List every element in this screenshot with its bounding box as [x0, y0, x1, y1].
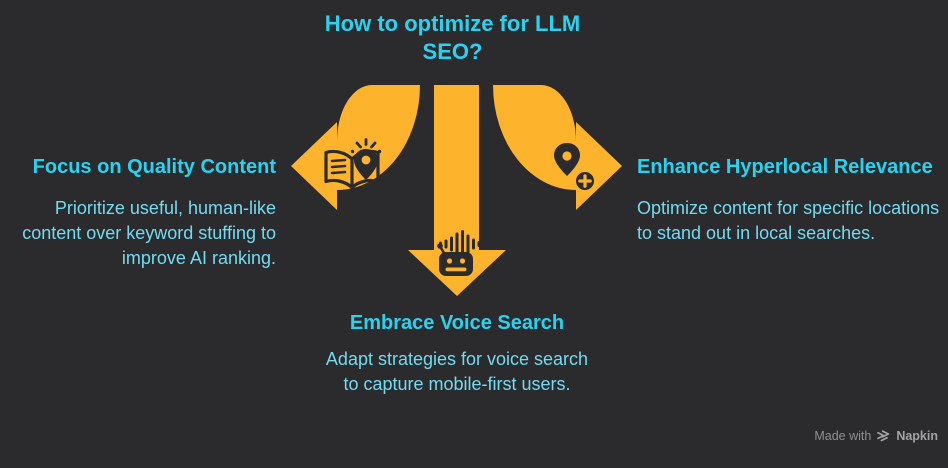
branch-heading-hyperlocal-relevance: Enhance Hyperlocal Relevance — [637, 156, 933, 178]
branch-heading-quality-content: Focus on Quality Content — [32, 156, 276, 178]
book-idea-pin-icon — [324, 138, 382, 190]
branch-hyperlocal-relevance: Enhance Hyperlocal Relevance Optimize co… — [637, 155, 943, 246]
down-arrow — [408, 85, 506, 296]
branch-heading-voice-search: Embrace Voice Search — [349, 312, 565, 334]
add-location-pin-icon — [554, 143, 597, 193]
page-title-line1: How to optimize for LLM — [324, 11, 581, 36]
watermark-brand: Napkin — [896, 429, 938, 443]
voice-robot-icon — [437, 230, 481, 276]
branch-quality-content: Focus on Quality Content Prioritize usef… — [0, 155, 276, 271]
left-arrow — [291, 85, 420, 210]
page-title-line2: SEO? — [422, 39, 483, 64]
page-title: How to optimize for LLM SEO? — [282, 10, 623, 66]
branch-voice-search: Embrace Voice Search Adapt strategies fo… — [325, 311, 589, 397]
napkin-logo-icon — [877, 430, 890, 442]
watermark-prefix: Made with — [814, 429, 872, 443]
branch-body-hyperlocal-relevance: Optimize content for specific locations … — [637, 198, 940, 243]
watermark: Made with Napkin — [814, 428, 938, 444]
branch-body-voice-search: Adapt strategies for voice search to cap… — [325, 349, 589, 394]
branch-body-quality-content: Prioritize useful, human-like content ov… — [22, 198, 276, 268]
